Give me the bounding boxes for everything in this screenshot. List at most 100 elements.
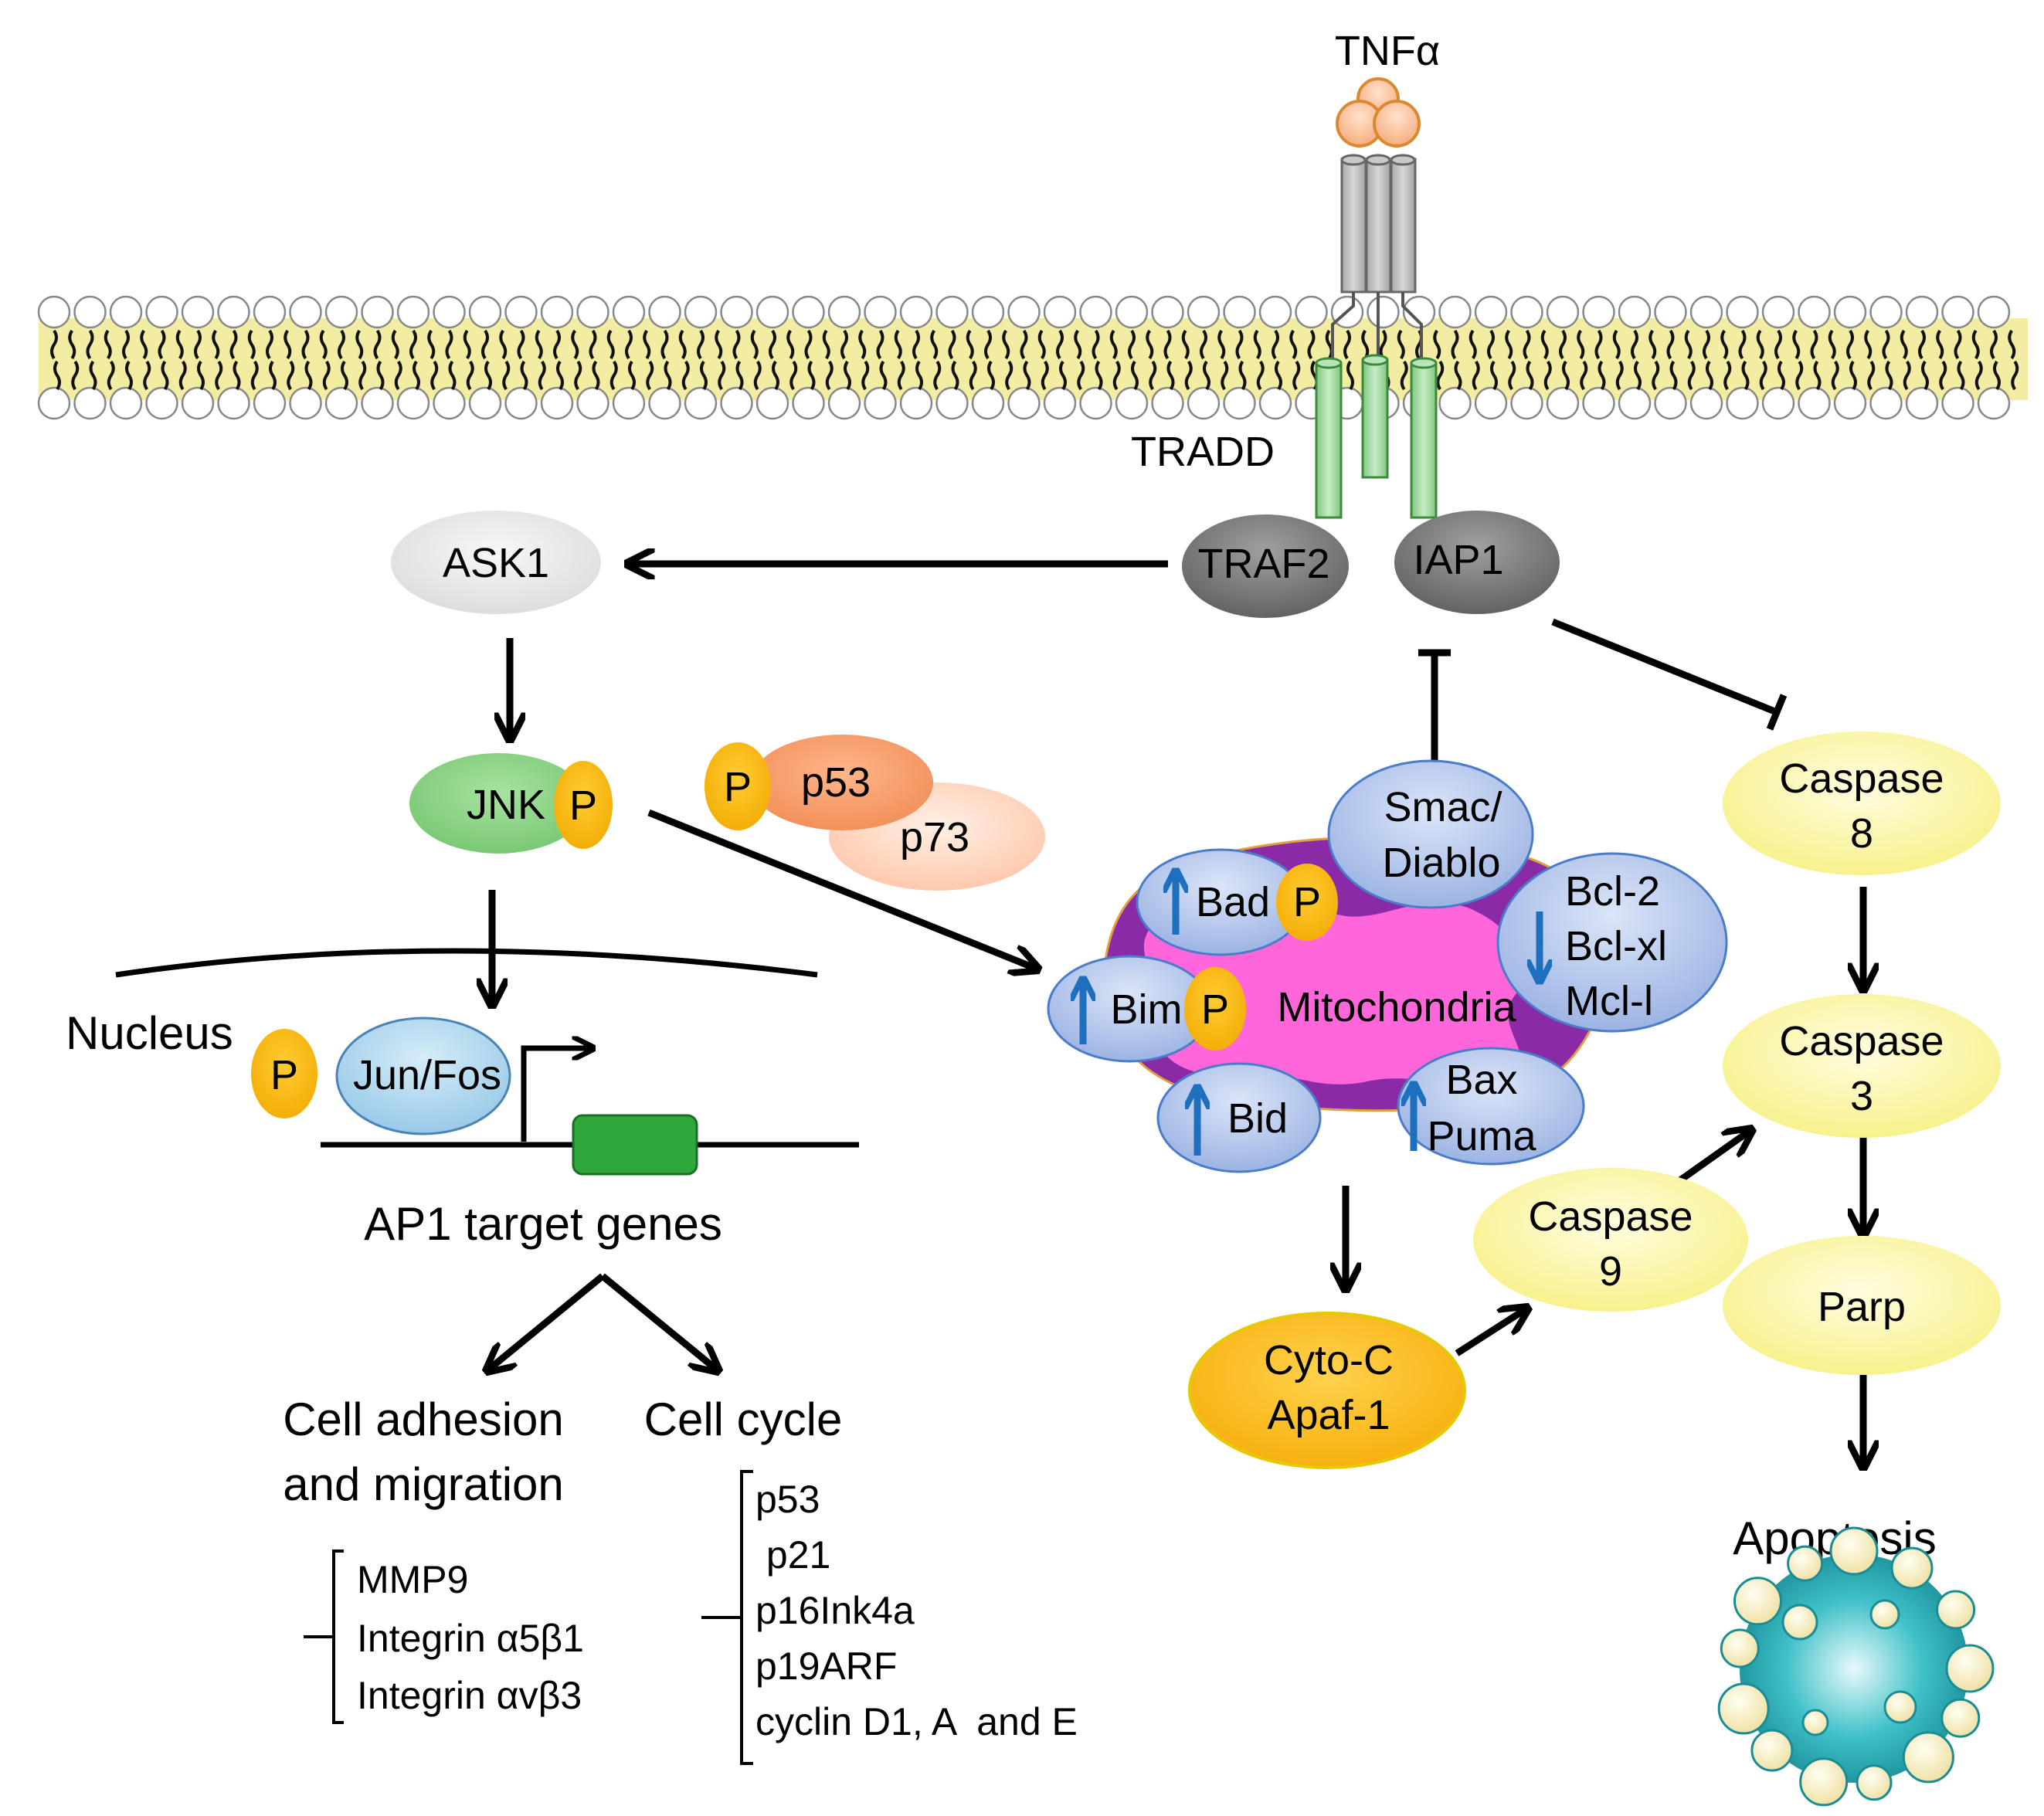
- lipid-tail: [1666, 329, 1678, 391]
- lipid-head: [324, 295, 358, 329]
- cell-cycle-label: Cell cycle: [644, 1393, 843, 1445]
- lipid-head: [1510, 295, 1543, 329]
- lipid-head: [1833, 386, 1867, 420]
- lipid-tail: [409, 329, 420, 391]
- lipid-head: [1367, 295, 1400, 329]
- lipid-head: [827, 295, 861, 329]
- lipid-tail: [481, 329, 492, 391]
- lipid-head: [755, 295, 789, 329]
- caspase8-number: 8: [1850, 810, 1873, 857]
- lipid-head: [1151, 295, 1184, 329]
- caspase9-label: Caspase: [1528, 1193, 1693, 1240]
- cell-cycle-gene: p21: [755, 1533, 830, 1577]
- lipid-tail: [930, 329, 942, 391]
- lipid-head: [899, 295, 933, 329]
- lipid-head: [1905, 386, 1939, 420]
- lipid-head: [1258, 295, 1292, 329]
- lipid-head: [217, 386, 250, 420]
- lipid-head: [1223, 295, 1256, 329]
- lipid-tail: [966, 329, 977, 391]
- lipid-head: [1689, 386, 1723, 420]
- lipid-tail: [1056, 329, 1067, 391]
- lipid-tail: [86, 329, 97, 391]
- lipid-head: [1043, 295, 1077, 329]
- lipid-tail: [1289, 329, 1301, 391]
- lipid-head: [1007, 386, 1041, 420]
- lipid-tail: [391, 329, 402, 391]
- lipid-tail: [175, 329, 187, 391]
- nucleus-label: Nucleus: [66, 1007, 233, 1059]
- adhesion-gene-bracket: [304, 1550, 344, 1724]
- lipid-tail: [158, 329, 169, 391]
- lipid-head: [396, 386, 430, 420]
- lipid-tail: [625, 329, 636, 391]
- lipid-tail: [1020, 329, 1031, 391]
- lipid-tail: [715, 329, 726, 391]
- lipid-tail: [104, 329, 115, 391]
- lipid-head: [1115, 386, 1149, 420]
- receptor-cylinder-2: [1365, 158, 1392, 294]
- lipid-head: [1798, 295, 1831, 329]
- lipid-head: [1510, 386, 1543, 420]
- lipid-tail: [660, 329, 672, 391]
- lipid-tail: [1433, 329, 1445, 391]
- apoptotic-bleb: [1883, 1690, 1917, 1724]
- tnfa-label: TNFα: [1335, 28, 1440, 74]
- lipid-head: [1798, 386, 1831, 420]
- lipid-tail: [1074, 329, 1085, 391]
- parp-node: [1723, 1236, 2001, 1375]
- lipid-tail: [1163, 329, 1175, 391]
- smac-label-line1: Smac/: [1384, 784, 1502, 830]
- lipid-head: [468, 295, 502, 329]
- lipid-head: [468, 386, 502, 420]
- adhesion-gene-list: MMP9 Integrin α5β1 Integrin αvβ3: [357, 1558, 584, 1717]
- lipid-tail: [858, 329, 870, 391]
- apoptotic-bleb: [1750, 1729, 1794, 1772]
- tnfa-subunit-right: [1373, 100, 1421, 148]
- lipid-head: [1187, 295, 1221, 329]
- lipid-tail: [589, 329, 600, 391]
- lipid-head: [1582, 295, 1615, 329]
- apoptotic-bleb: [1869, 1599, 1900, 1630]
- lipid-tail: [50, 329, 61, 391]
- lipid-head: [217, 295, 250, 329]
- adhesion-gene: Integrin αvβ3: [357, 1674, 582, 1717]
- lipid-head: [289, 295, 322, 329]
- lipid-head: [504, 386, 538, 420]
- lipid-head: [181, 295, 215, 329]
- caspase3-label: Caspase: [1779, 1018, 1944, 1064]
- lipid-tail: [1002, 329, 1014, 391]
- traf2-node: [1182, 514, 1349, 618]
- lipid-tail: [1971, 329, 1983, 391]
- bcl2-family-node: [1496, 852, 1728, 1033]
- lipid-head: [1654, 295, 1687, 329]
- lipid-head: [37, 295, 71, 329]
- apoptotic-bleb: [1720, 1628, 1760, 1668]
- lipid-tail: [1990, 329, 2001, 391]
- apoptotic-bleb: [1717, 1682, 1770, 1735]
- lipid-head: [1115, 295, 1149, 329]
- lipid-head: [396, 295, 430, 329]
- apoptotic-bleb: [1856, 1764, 1893, 1801]
- lipid-head: [181, 386, 215, 420]
- lipid-head: [684, 386, 718, 420]
- lipid-tail: [266, 329, 277, 391]
- lipid-head: [1151, 386, 1184, 420]
- lipid-head: [253, 386, 287, 420]
- lipid-tail: [606, 329, 618, 391]
- lipid-tail: [948, 329, 959, 391]
- jun-fos-phosphate-label: P: [270, 1052, 298, 1098]
- arrow-ap1-to-adhesion: [487, 1273, 605, 1371]
- jnk-label: JNK: [467, 782, 545, 828]
- lipid-head: [971, 386, 1005, 420]
- lipid-head: [1905, 295, 1939, 329]
- lipid-tail: [499, 329, 511, 391]
- cyto-c-apaf1-node: [1188, 1312, 1466, 1469]
- lipid-tail: [1882, 329, 1893, 391]
- lipid-tail: [463, 329, 474, 391]
- ap1-target-genes-label: AP1 target genes: [364, 1198, 722, 1250]
- lipid-head: [109, 295, 143, 329]
- lipid-tail: [1146, 329, 1157, 391]
- lipid-head: [145, 295, 178, 329]
- cell-cycle-gene-list: p53 p21 p16Ink4a p19ARF cyclin D1, A and…: [755, 1478, 1078, 1743]
